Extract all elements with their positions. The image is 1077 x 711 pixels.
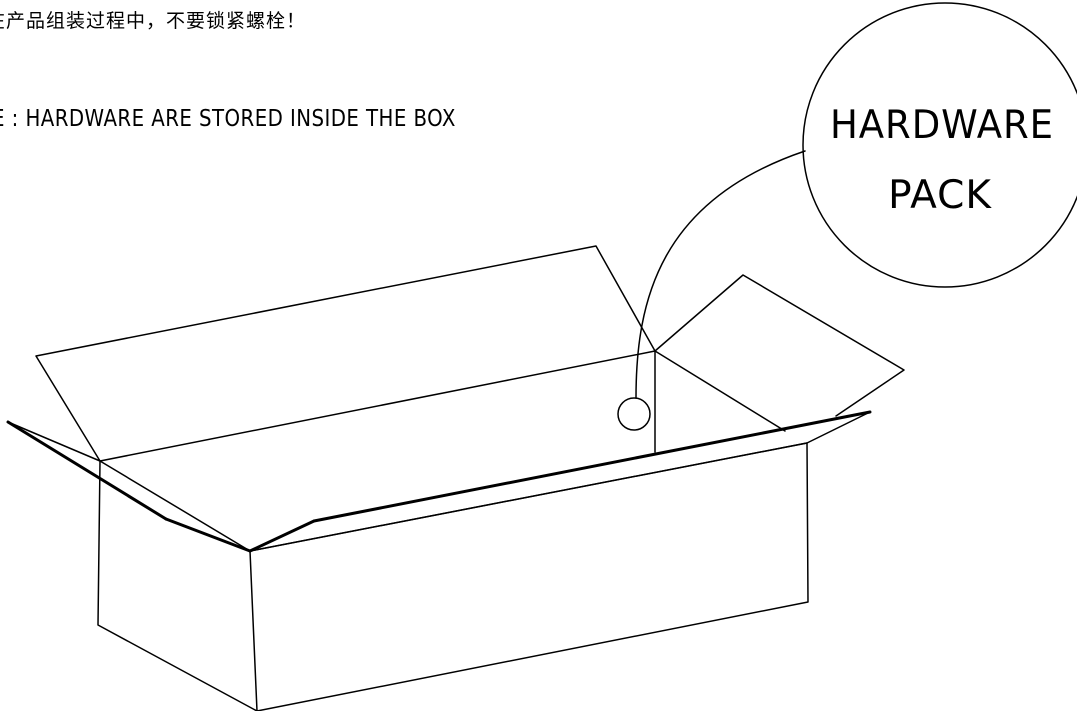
hardware-bag-marker: [617, 397, 651, 431]
callout-label-line2: PACK: [888, 173, 992, 218]
callout-circle: [802, 2, 1077, 288]
hardware-location-note: E : HARDWARE ARE STORED INSIDE THE BOX: [0, 106, 456, 132]
assembly-warning-text: 在产品组装过程中，不要锁紧螺栓！: [0, 10, 307, 32]
back-flap: [35, 245, 656, 462]
front-flap: [249, 411, 871, 552]
box-front-face: [249, 442, 809, 711]
right-flap: [654, 274, 905, 417]
callout-leader-line: [635, 150, 806, 399]
callout-label-line1: HARDWARE: [830, 102, 1054, 147]
box-left-face: [97, 460, 258, 711]
left-flap: [7, 421, 251, 552]
inner-right-wall-edge: [654, 350, 786, 432]
box-back-rim: [99, 350, 656, 462]
